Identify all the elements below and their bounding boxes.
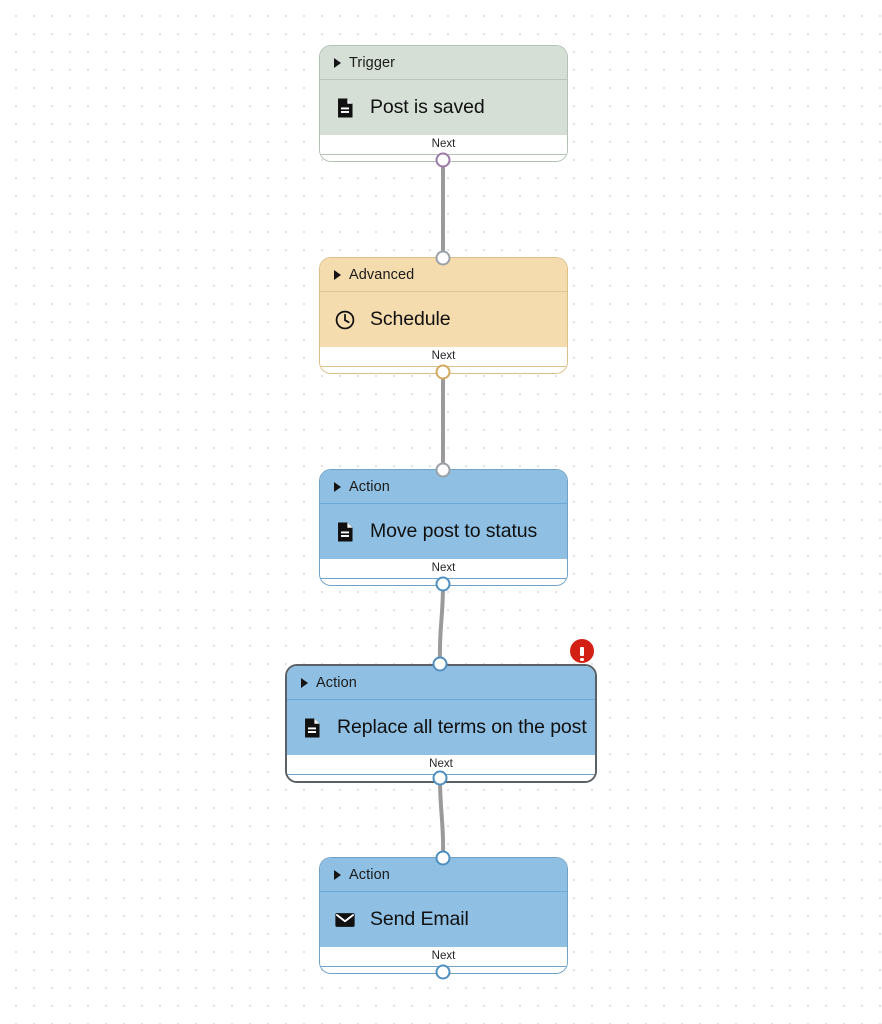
port-move-out[interactable] [435,576,451,592]
edge-move-to-replace[interactable] [437,582,445,666]
error-badge[interactable] [570,639,594,663]
chevron-right-icon[interactable] [334,481,341,492]
port-email-out[interactable] [435,964,451,980]
node-footer-label: Next [431,138,456,150]
document-icon [334,96,356,120]
node-footer-label: Next [429,758,453,770]
port-advanced-in[interactable] [435,250,451,266]
node-body[interactable]: Replace all terms on the post [287,700,595,755]
node-body[interactable]: Send Email [320,892,567,947]
port-replace-out[interactable] [432,770,448,786]
node-header[interactable]: Action [287,666,595,700]
chevron-right-icon[interactable] [334,869,341,880]
port-trigger-out[interactable] [435,152,451,168]
node-header[interactable]: Trigger [320,46,567,80]
node-title: Schedule [370,308,451,330]
document-icon [334,520,356,544]
envelope-icon [334,908,356,932]
node-category-label: Action [349,866,390,883]
port-advanced-out[interactable] [435,364,451,380]
port-move-in[interactable] [435,462,451,478]
edge-replace-to-email[interactable] [438,776,446,860]
node-footer-label: Next [431,350,456,362]
node-footer-label: Next [431,562,456,574]
node-category-label: Action [349,478,390,495]
node-footer[interactable]: Next [320,559,567,585]
document-icon [301,716,323,740]
exclamation-icon [580,646,585,662]
chevron-right-icon[interactable] [301,677,308,688]
node-category-label: Action [316,674,357,691]
clock-icon [334,308,356,332]
chevron-right-icon[interactable] [334,57,341,68]
chevron-right-icon[interactable] [334,269,341,280]
node-title: Move post to status [370,520,538,542]
node-title: Post is saved [370,96,485,118]
node-footer-label: Next [431,950,456,962]
node-title: Send Email [370,908,469,930]
node-body[interactable]: Schedule [320,292,567,347]
node-header[interactable]: Action [320,858,567,892]
node-category-label: Trigger [349,54,396,71]
node-body[interactable]: Post is saved [320,80,567,135]
node-category-label: Advanced [349,266,415,283]
node-body[interactable]: Move post to status [320,504,567,559]
port-email-in[interactable] [435,850,451,866]
node-title: Replace all terms on the post [337,716,587,738]
port-replace-in[interactable] [432,656,448,672]
